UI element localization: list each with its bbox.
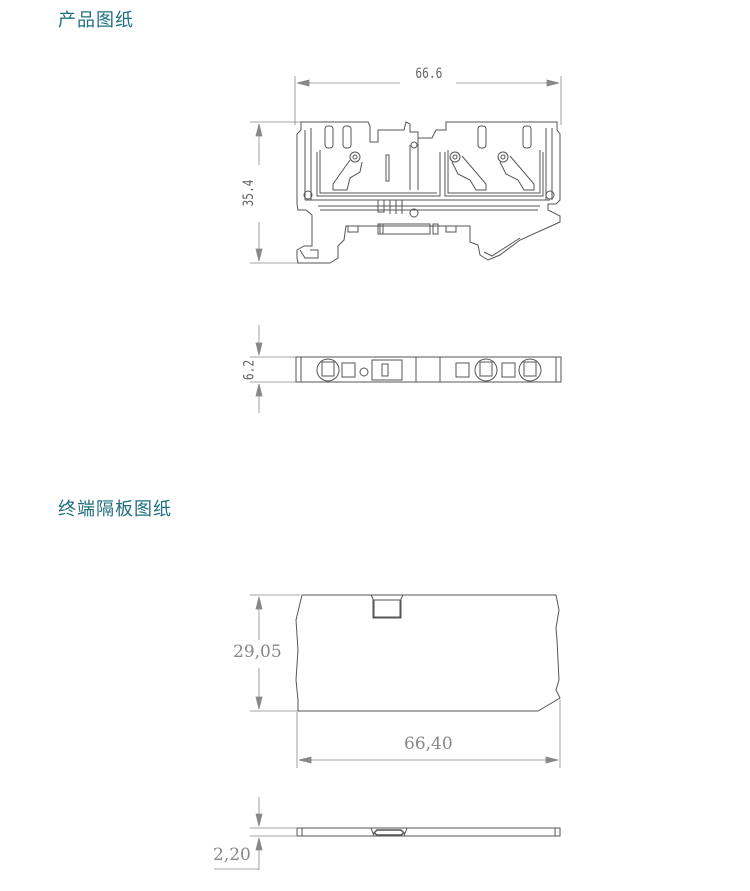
spring-clamp-middle [449, 151, 487, 191]
end-plate-thickness-dimension [214, 797, 296, 870]
dim-label-thickness-6-2: 6.2 [241, 359, 258, 381]
height-dimension [250, 121, 320, 264]
dim-label-end-plate-thickness: 2,20 [213, 845, 251, 865]
end-plate-front-view [250, 594, 561, 768]
dim-label-end-plate-height: 29,05 [233, 642, 282, 662]
product-front-view [250, 76, 562, 264]
dim-label-end-plate-width: 66,40 [404, 734, 453, 754]
thickness-dimension [250, 325, 296, 413]
section-title-product-drawing: 产品图纸 [58, 10, 134, 31]
end-plate-width-dimension [296, 700, 561, 768]
dim-label-height-35-4: 35.4 [240, 179, 257, 207]
product-top-view [250, 325, 562, 413]
width-dimension [294, 76, 562, 125]
end-plate-top-view [214, 797, 561, 870]
spring-clamp-left [332, 151, 363, 191]
end-plate-height-dimension [250, 594, 300, 712]
dim-label-width-66-6: 66.6 [415, 66, 443, 82]
spring-clamp-right [497, 151, 535, 191]
section-title-end-plate-drawing: 终端隔板图纸 [58, 499, 172, 520]
